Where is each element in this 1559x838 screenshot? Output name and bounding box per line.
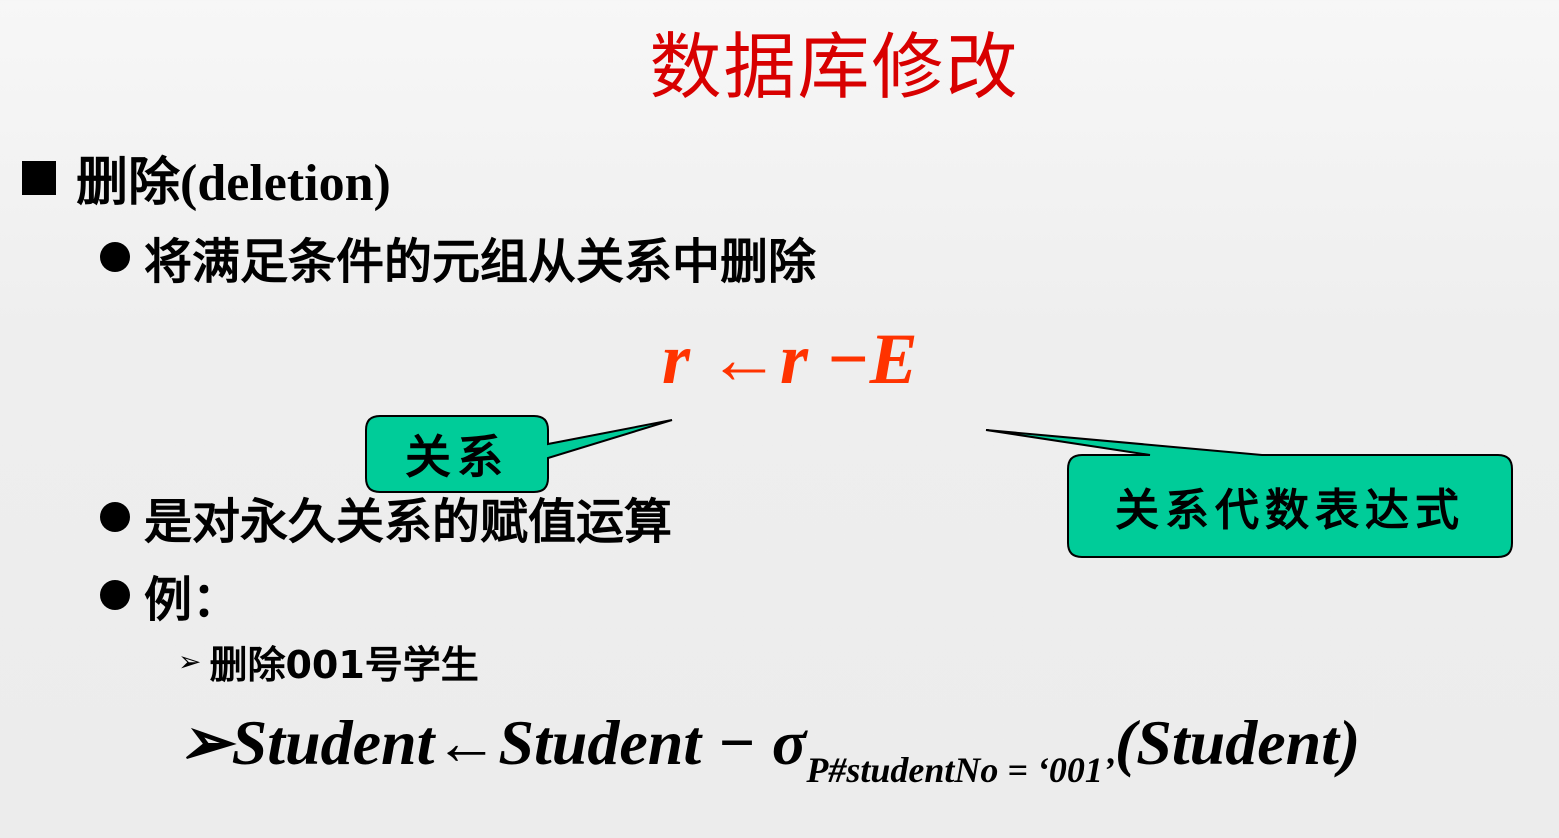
round-bullet-icon	[100, 242, 130, 272]
bullet-assignment: 是对永久关系的赋值运算	[100, 482, 672, 552]
round-bullet-icon	[100, 580, 130, 610]
bullet-deletion: 删除(deletion)	[22, 140, 391, 215]
bullet-example: 例：	[100, 560, 240, 630]
bullet-definition-label: 将满足条件的元组从关系中删除	[144, 234, 817, 290]
round-bullet-icon	[100, 502, 130, 532]
bullet-definition: 将满足条件的元组从关系中删除	[100, 222, 816, 292]
deletion-formula: r ←r −E	[662, 319, 918, 399]
example-formula: ➢Student←Student − σ P#studentNo = ‘001’…	[178, 706, 1361, 790]
page-title: 数据库修改	[649, 25, 1020, 109]
callout-right: 关系代数表达式	[1115, 485, 1465, 536]
sub-bullet-label: 删除001号学生	[209, 643, 479, 687]
square-bullet-icon	[22, 160, 56, 195]
example-formula-subscript: P#studentNo = ‘001’	[806, 750, 1115, 790]
sub-bullet-delete-student: ➢ 删除001号学生	[178, 634, 479, 689]
example-formula-tail: (Student)	[1114, 707, 1361, 778]
arrow-bullet-icon: ➢	[178, 645, 202, 678]
callout-left: 关系	[405, 430, 509, 484]
bullet-deletion-label: 删除(deletion)	[76, 155, 391, 212]
bullet-assignment-label: 是对永久关系的赋值运算	[144, 494, 673, 550]
example-formula-main: ➢Student←Student − σ	[178, 707, 807, 778]
bullet-example-label: 例：	[144, 572, 241, 628]
